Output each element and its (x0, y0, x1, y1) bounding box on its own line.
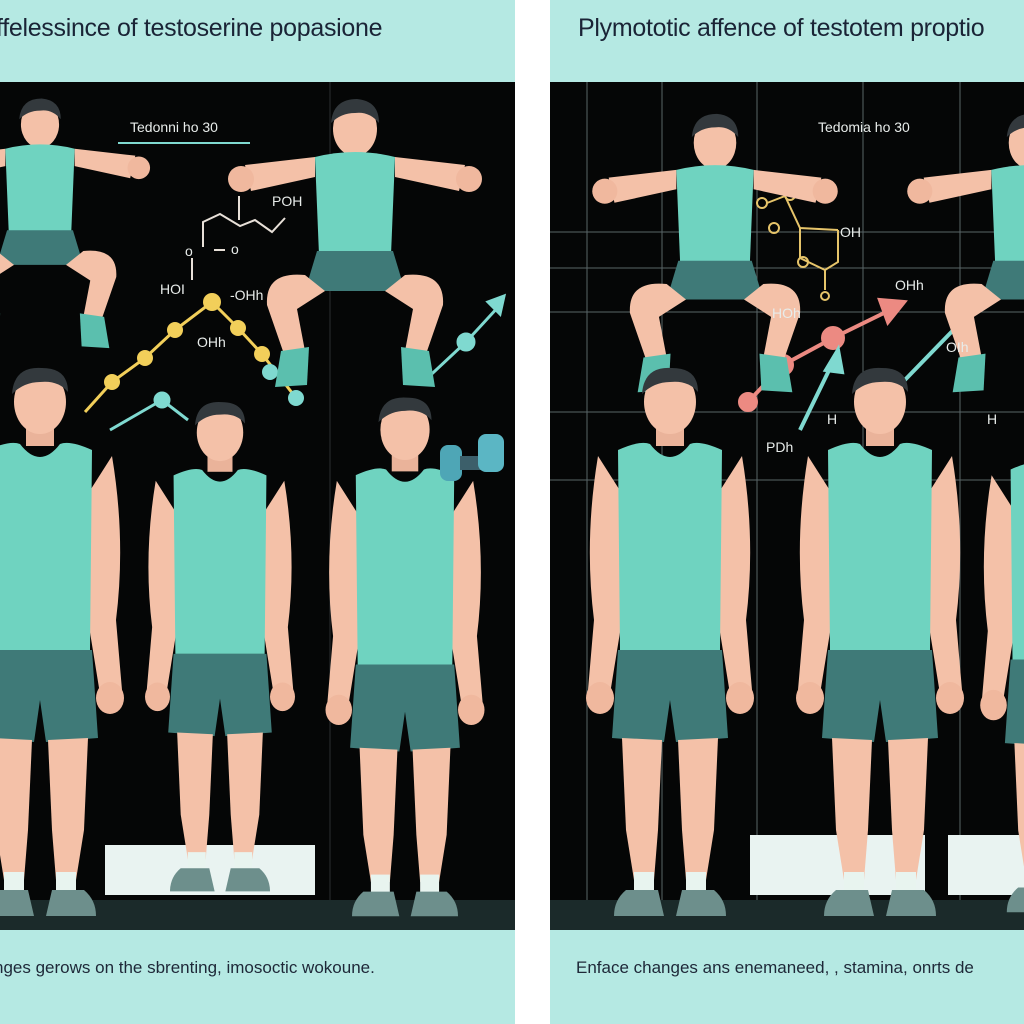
molecule-diagram (756, 189, 839, 301)
molecule-label: OHh (895, 277, 924, 293)
yellow-trend-line (83, 293, 304, 414)
molecule-label: HOh (772, 305, 801, 321)
standing-athlete (145, 402, 295, 892)
chart-label: Tedonni ho 30 (130, 119, 218, 135)
molecule-label: -OHh (230, 287, 263, 303)
molecule-labels: OH OHh HOh OIh PDh H H (766, 224, 997, 455)
right-illustration: Tedomia ho 30 (550, 82, 1024, 930)
molecule-diagram (191, 196, 286, 280)
right-caption: Enface changes ans enemaneed, , stamina,… (576, 958, 974, 977)
jumping-athlete (228, 99, 482, 387)
molecule-label: POH (272, 193, 302, 209)
molecule-label: OHh (197, 334, 226, 350)
standing-athlete (980, 391, 1024, 913)
left-illustration: Tedonni ho 30 o o POH HOI -OHh OHh (0, 82, 515, 930)
molecule-label: H (987, 411, 997, 427)
cyan-arrow (109, 293, 507, 432)
molecule-label: PDh (766, 439, 793, 455)
standing-athlete (586, 367, 754, 916)
standing-athlete (0, 367, 124, 916)
molecule-label: HOI (160, 281, 185, 297)
atom-o: o (185, 243, 193, 259)
molecule-label: OIh (946, 339, 969, 355)
standing-athlete (796, 367, 964, 916)
left-caption: nges gerows on the sbrenting, imosoctic … (0, 958, 375, 977)
plyo-box (948, 835, 1024, 895)
chart-label: Tedomia ho 30 (818, 119, 910, 135)
right-panel: Plymototic affence of testotem proptio T… (550, 0, 1024, 1024)
molecule-label: H (827, 411, 837, 427)
left-title: ffelessince of testoserine popasione (0, 14, 383, 42)
molecule-label: OH (840, 224, 861, 240)
dumbbell-icon (440, 434, 504, 481)
left-illustration-svg: Tedonni ho 30 o o POH HOI -OHh OHh (0, 82, 515, 930)
jumping-athlete (0, 98, 151, 349)
left-panel: ffelessince of testoserine popasione Ted… (0, 0, 515, 1024)
atom-o: o (231, 241, 239, 257)
right-illustration-svg: Tedomia ho 30 (550, 82, 1024, 930)
right-title: Plymototic affence of testotem proptio (578, 14, 985, 42)
